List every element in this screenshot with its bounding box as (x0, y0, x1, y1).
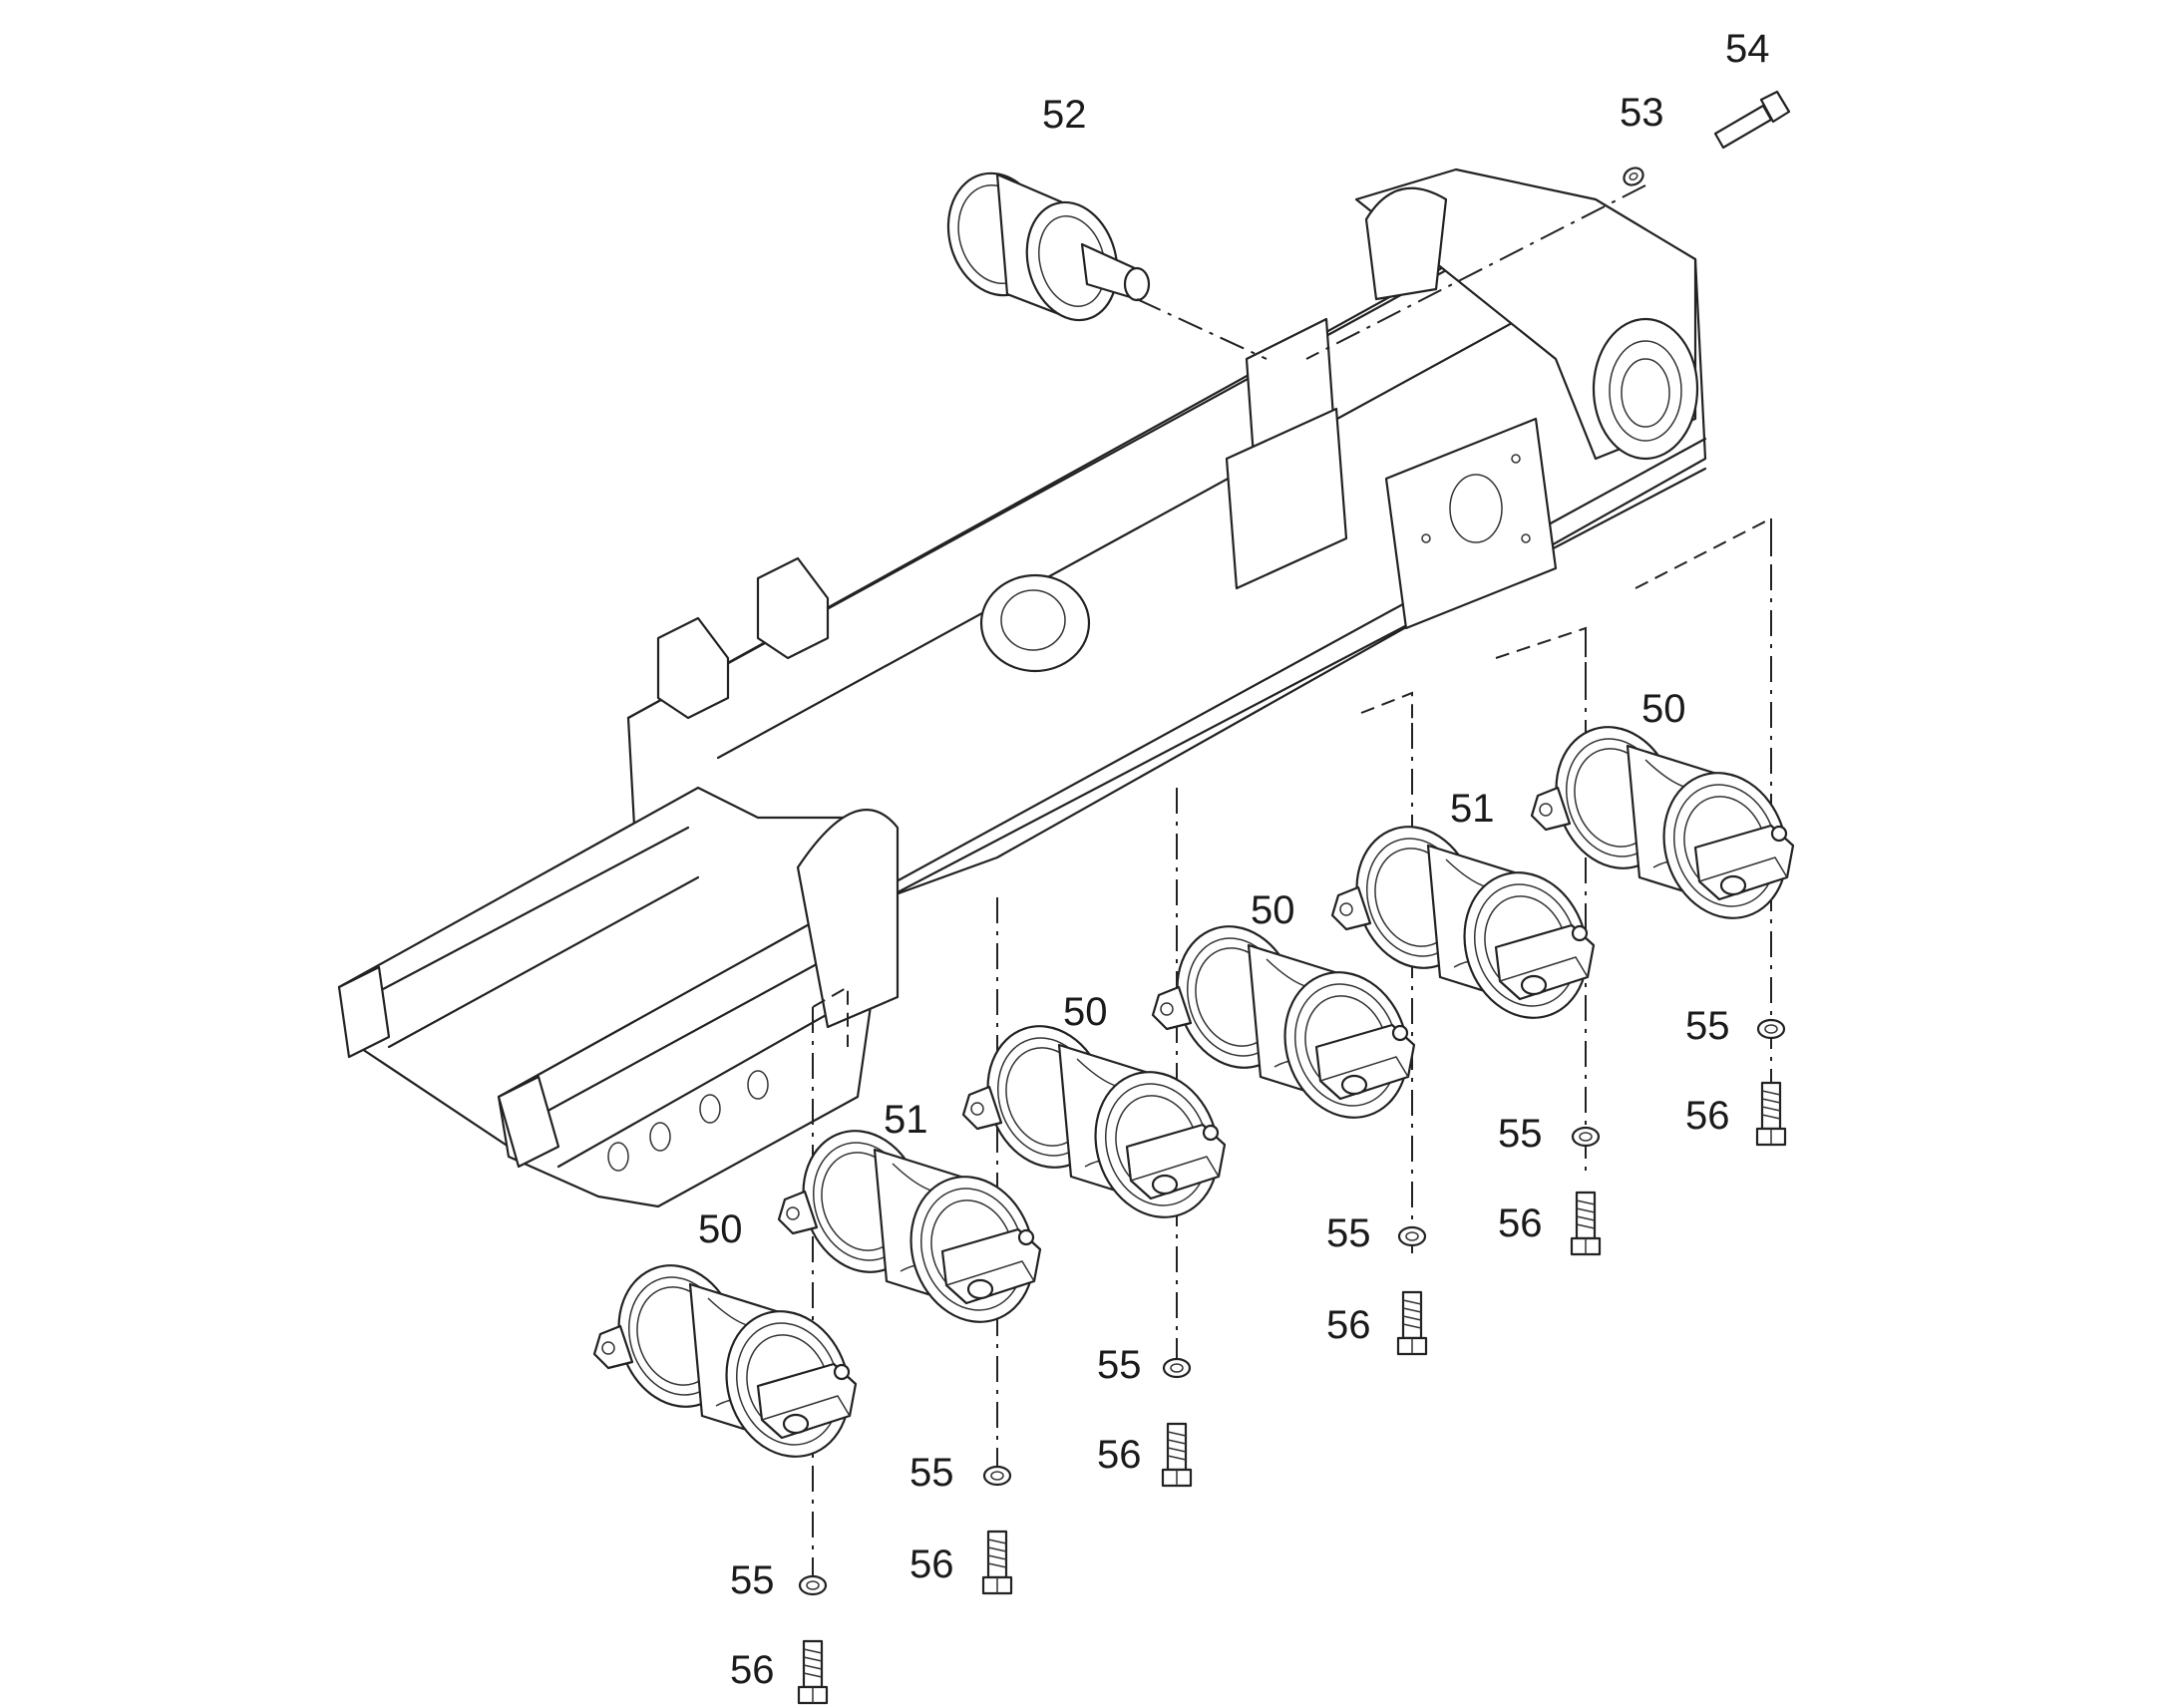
bolt-56-e (1570, 1191, 1602, 1256)
washer-55-f (1756, 1018, 1786, 1040)
washer-55-b (982, 1465, 1012, 1487)
carrier-roller (946, 171, 1151, 322)
label-54: 54 (1725, 27, 1770, 71)
label-52: 52 (1042, 93, 1087, 137)
label-51-b: 51 (1450, 787, 1495, 831)
label-56-a: 56 (730, 1648, 775, 1692)
label-56-b: 56 (909, 1542, 954, 1586)
label-56-d: 56 (1326, 1303, 1371, 1347)
label-56-e: 56 (1498, 1201, 1543, 1245)
label-55-d: 55 (1326, 1211, 1371, 1255)
bolt-56-f (1755, 1081, 1787, 1147)
label-55-f: 55 (1685, 1004, 1730, 1048)
track-roller-50-a (592, 1248, 870, 1475)
bolt-56-a (797, 1639, 829, 1705)
label-55-e: 55 (1498, 1112, 1543, 1156)
track-roller-50-d (1530, 710, 1807, 936)
label-56-f: 56 (1685, 1094, 1730, 1138)
washer-55-e (1571, 1126, 1601, 1148)
washer-55-c (1162, 1357, 1192, 1379)
label-50-c: 50 (1641, 687, 1686, 731)
label-50-d: 50 (1251, 888, 1295, 932)
bolt-56-d (1396, 1290, 1428, 1356)
track-roller-51-a (777, 1114, 1054, 1340)
bolt-56-b (981, 1530, 1013, 1595)
label-53: 53 (1620, 91, 1664, 135)
label-56-c: 56 (1097, 1433, 1142, 1477)
top-washer (1623, 167, 1644, 186)
track-frame (337, 168, 1707, 1208)
top-bolt (1713, 90, 1791, 150)
label-55-c: 55 (1097, 1343, 1142, 1387)
washer-55-d (1397, 1225, 1427, 1247)
label-51-a: 51 (884, 1098, 928, 1142)
label-55-a: 55 (730, 1558, 775, 1602)
part-labels: 52 53 54 50 51 50 51 50 50 55 56 55 56 5… (698, 27, 1770, 1692)
label-50-a: 50 (698, 1207, 743, 1251)
label-50-b: 50 (1063, 990, 1108, 1034)
bolt-56-c (1161, 1422, 1193, 1488)
washer-55-a (798, 1574, 828, 1596)
label-55-b: 55 (909, 1451, 954, 1495)
